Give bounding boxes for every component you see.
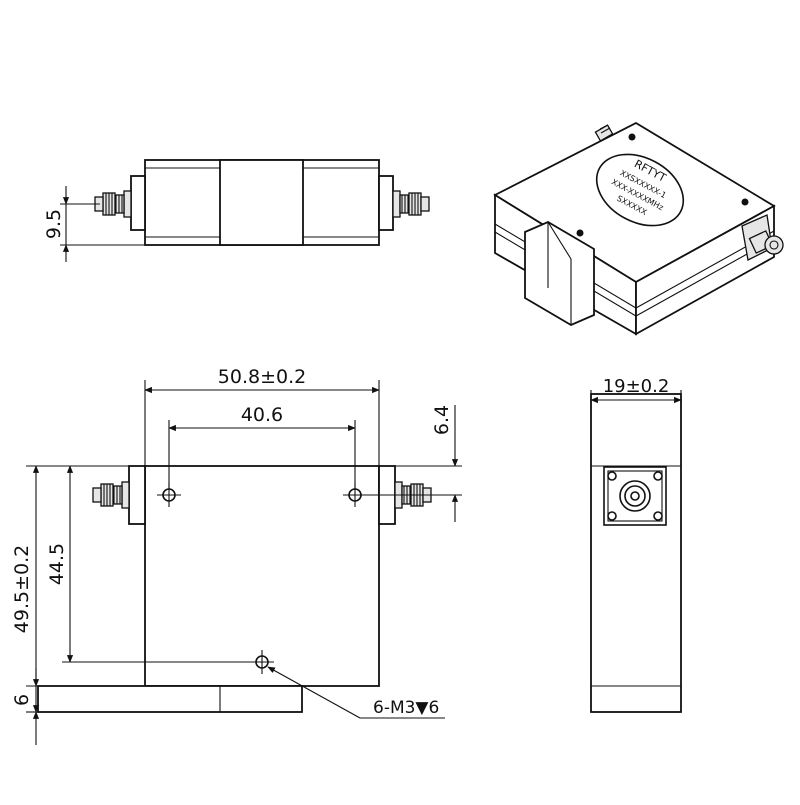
- thread-callout: 6-M3▼6: [373, 698, 439, 718]
- sma-connector-left-icon: [93, 482, 129, 508]
- end-view-body: [590, 393, 682, 713]
- iso-mount-hole-icon: [628, 133, 636, 141]
- dim-hole-spacing-x: 40.6: [241, 404, 283, 426]
- dim-height-overall: 49.5±0.2: [11, 545, 33, 633]
- dim-hole-offset-top: 6.4: [431, 405, 453, 435]
- n-connector-flange-icon: [603, 466, 667, 526]
- top-view-body: [144, 465, 380, 687]
- dim-depth-overall: 19±0.2: [603, 376, 670, 397]
- iso-mount-hole-icon: [741, 198, 749, 206]
- dim-hole-spacing-y: 44.5: [46, 543, 68, 585]
- dim-width-overall: 50.8±0.2: [218, 366, 306, 388]
- sma-connector-right-icon: [392, 190, 430, 218]
- end-view: 19±0.2: [590, 376, 682, 713]
- iso-connector-right-icon: [741, 214, 784, 261]
- iso-mount-hole-icon: [576, 229, 584, 237]
- top-view: 50.8±0.2 40.6 6.4 49.5±0.2 44.5 6 6-M3▼6: [11, 366, 462, 745]
- iso-connector-top-icon: [594, 124, 614, 142]
- sma-connector-left-icon: [95, 191, 131, 217]
- dim-side-height: 9.5: [43, 209, 65, 239]
- isometric-view: RFTYT XXSXXXXX-1 XXX-XXXXMHz SXXXXX: [493, 121, 784, 336]
- dim-base-offset: 6: [11, 694, 33, 706]
- side-view: 9.5: [43, 159, 430, 262]
- top-view-base-plate: [37, 685, 303, 713]
- side-view-magnet-block: [219, 159, 304, 246]
